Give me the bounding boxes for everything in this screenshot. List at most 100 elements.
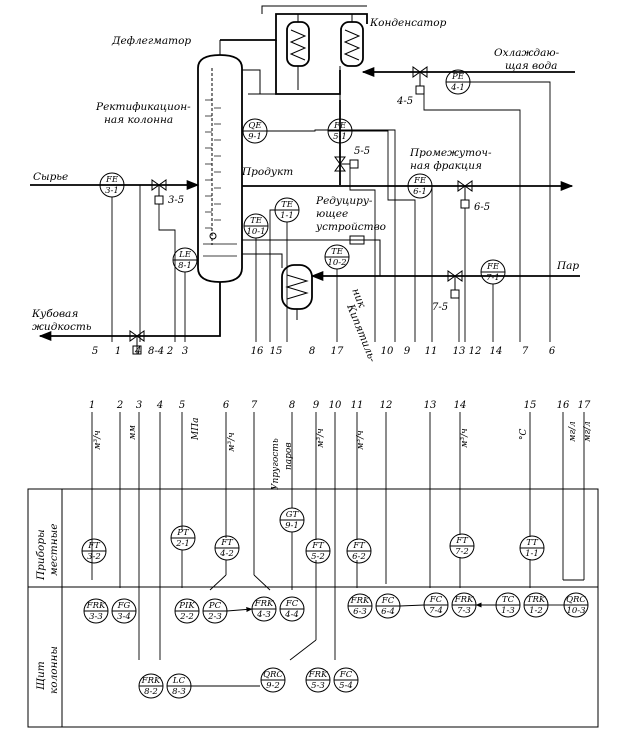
svg-text:14: 14 [454,400,467,411]
svg-text:м³/ч: м³/ч [227,432,237,452]
svg-text:10-3: 10-3 [566,606,585,616]
svg-text:FE: FE [105,175,119,185]
instrument-le-8-1: LE8-1 [172,247,198,273]
svg-text:7: 7 [522,346,529,357]
svg-text:17: 17 [331,346,344,357]
svg-text:FE: FE [486,262,500,272]
svg-text:8-3: 8-3 [172,687,186,697]
svg-text:Щит: Щит [35,661,47,690]
svg-text:14: 14 [490,346,503,357]
svg-text:Конденсатор: Конденсатор [369,17,447,29]
svg-text:FC: FC [381,596,395,606]
svg-text:3: 3 [182,346,188,357]
svg-text:Упругость: Упругость [271,438,281,490]
svg-text:ная колонна: ная колонна [104,114,173,126]
svg-text:Редуциру-: Редуциру- [315,195,373,207]
svg-text:2-2: 2-2 [179,612,194,622]
svg-text:PE: PE [451,72,465,82]
svg-text:5-3: 5-3 [311,681,325,691]
svg-text:7: 7 [251,400,258,411]
svg-text:11: 11 [351,400,364,411]
instrument-qe-9-1: QE9-1 [242,118,268,144]
valve-4-5 [412,66,428,95]
svg-text:5-5: 5-5 [354,146,370,157]
instrument-gt-9-1: GT9-1 [279,507,305,533]
valve-6-5 [457,180,473,209]
svg-text:FE: FE [413,176,427,186]
instrument-ft-3-2: FT3-2 [81,538,107,564]
deflegmator [286,14,310,90]
valve-7-5 [447,270,463,299]
svg-text:9-1: 9-1 [248,132,262,142]
svg-text:1-1: 1-1 [525,549,539,559]
instrument-ft-4-2: FT4-2 [214,535,240,561]
svg-text:Приборы: Приборы [35,529,47,581]
svg-text:6-2: 6-2 [352,552,366,562]
svg-text:6-3: 6-3 [353,607,367,617]
svg-text:8-1: 8-1 [178,261,192,271]
svg-text:7-5: 7-5 [432,302,448,313]
svg-text:16: 16 [251,346,264,357]
svg-text:2: 2 [166,346,173,357]
svg-text:4: 4 [134,346,141,357]
instrument-ft-7-2: FT7-2 [449,533,475,559]
svg-text:13: 13 [424,400,437,411]
svg-text:1-2: 1-2 [529,606,543,616]
svg-text:7-4: 7-4 [429,606,443,616]
local-instruments: FT3-2 PT2-1 FT4-2 GT9-1 FT5-2 FT6-2 FT7-… [81,507,545,564]
instrument-fe-5-1: FE5-1 [327,118,353,144]
svg-text:TE: TE [281,200,294,210]
svg-text:Ректификацион-: Ректификацион- [95,101,191,113]
instrument-fc-7-4: FC7-4 [423,592,449,618]
svg-text:15: 15 [524,400,537,411]
svg-text:мг/л: мг/л [568,421,578,442]
instrument-fc-4-4: FC4-4 [279,596,305,622]
svg-text:6: 6 [223,400,230,411]
control-valves [129,66,473,355]
instrument-pt-2-1: PT2-1 [170,525,196,551]
svg-text:12: 12 [380,400,393,411]
svg-text:7-2: 7-2 [455,547,469,557]
svg-text:FRK: FRK [350,596,370,606]
svg-text:TE: TE [250,216,263,226]
svg-text:Кубовая: Кубовая [31,308,78,320]
svg-text:м³/ч: м³/ч [93,430,103,450]
top-line-numbers: 1 2 3 4 5 6 7 8 9 10 11 12 13 14 15 16 1… [89,400,591,411]
svg-text:9-1: 9-1 [285,521,299,531]
svg-text:5: 5 [92,346,98,357]
svg-text:7-3: 7-3 [457,606,471,616]
svg-text:5-1: 5-1 [333,132,347,142]
svg-text:7-1: 7-1 [486,273,500,283]
instrument-fg-3-4: FG3-4 [111,598,137,624]
svg-text:11: 11 [425,346,438,357]
svg-text:3-4: 3-4 [117,612,131,622]
svg-text:QRC: QRC [566,595,586,605]
instrument-lc-8-3: LC8-3 [166,673,192,699]
svg-text:устройство: устройство [315,221,386,233]
svg-text:10: 10 [381,346,394,357]
svg-text:паров: паров [284,442,294,470]
svg-text:6-4: 6-4 [381,607,395,617]
svg-text:3-3: 3-3 [89,612,103,622]
panel-frame: Приборы местные Щит колонны [27,488,599,728]
reducing-device-box [349,235,365,245]
svg-text:FC: FC [285,599,299,609]
instrument-fc-5-4: FC5-4 [333,667,359,693]
svg-text:10: 10 [329,400,342,411]
instrument-ft-5-2: FT5-2 [305,538,331,564]
boiler [281,264,313,320]
svg-text:4-2: 4-2 [219,549,234,559]
svg-text:TE: TE [331,247,344,257]
valve-3-5 [151,179,167,205]
svg-text:FRK: FRK [86,601,106,611]
svg-text:1-1: 1-1 [280,211,294,221]
